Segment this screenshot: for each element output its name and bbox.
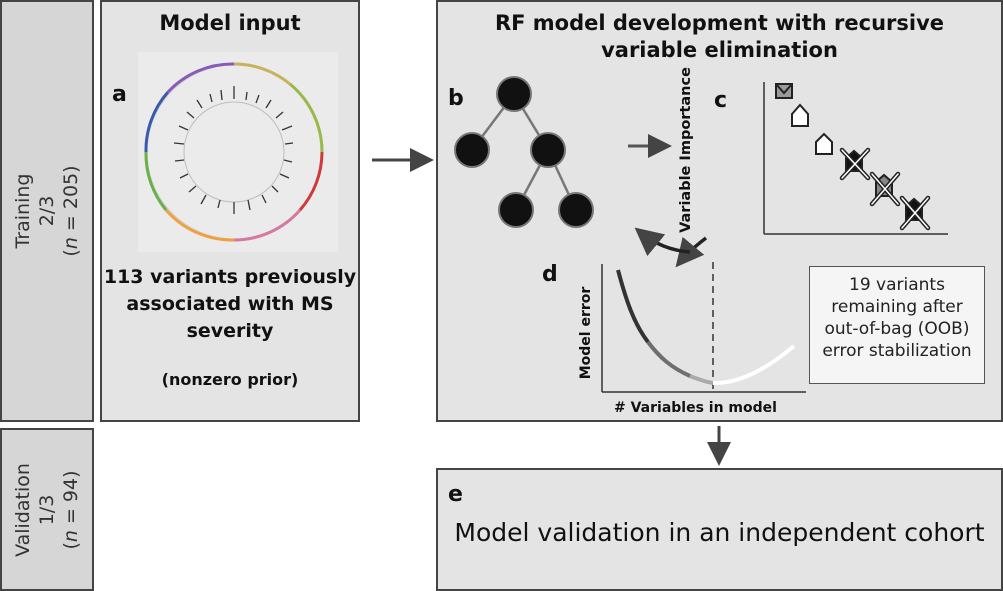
training-n: (n = 205) — [60, 165, 82, 257]
validation-n: (n = 94) — [60, 469, 82, 550]
training-fraction: 2/3 — [36, 195, 58, 227]
model-input-title: Model input — [159, 11, 301, 35]
validation-title: Validation — [12, 462, 34, 557]
panel-letter-c: c — [714, 88, 728, 113]
rf-title-line2: variable elimination — [601, 38, 838, 62]
note-line3: out-of-bag (OOB) — [824, 319, 970, 339]
oob-note: 19 variants remaining after out-of-bag (… — [809, 266, 985, 384]
validation-sidebar: Validation 1/3 (n = 94) — [0, 428, 94, 591]
error-axis-label: Model error — [578, 286, 594, 380]
input-description: 113 variants previously associated with … — [102, 264, 358, 345]
note-line2: remaining after — [831, 297, 963, 317]
panel-letter-d: d — [542, 262, 558, 287]
rf-title: RF model development with recursive vari… — [438, 10, 1001, 64]
input-desc-line2: associated with MS — [126, 293, 334, 315]
input-desc-line1: 113 variants previously — [103, 266, 357, 288]
rf-panel: RF model development with recursive vari… — [436, 0, 1003, 422]
note-line1: 19 variants — [849, 275, 945, 295]
training-label: Training 2/3 (n = 205) — [11, 165, 83, 256]
note-line4: error stabilization — [822, 341, 972, 361]
validation-label: Validation 1/3 (n = 94) — [11, 463, 83, 557]
variables-axis-label: # Variables in model — [614, 400, 777, 416]
training-sidebar: Training 2/3 (n = 205) — [0, 0, 94, 422]
rf-title-line1: RF model development with recursive — [494, 11, 945, 35]
panel-letter-a: a — [112, 82, 127, 107]
validation-panel: e Model validation in an independent coh… — [436, 468, 1003, 591]
panel-letter-b: b — [448, 86, 464, 111]
validation-text: Model validation in an independent cohor… — [454, 518, 985, 547]
nonzero-prior: (nonzero prior) — [161, 370, 299, 389]
model-input-panel: Model input a 113 variants previously as… — [100, 0, 360, 422]
validation-fraction: 1/3 — [36, 494, 58, 525]
panel-letter-e: e — [448, 482, 463, 507]
input-desc-line3: severity — [186, 320, 274, 342]
training-title: Training — [12, 173, 34, 249]
importance-axis-label: Variable Importance — [678, 67, 694, 233]
